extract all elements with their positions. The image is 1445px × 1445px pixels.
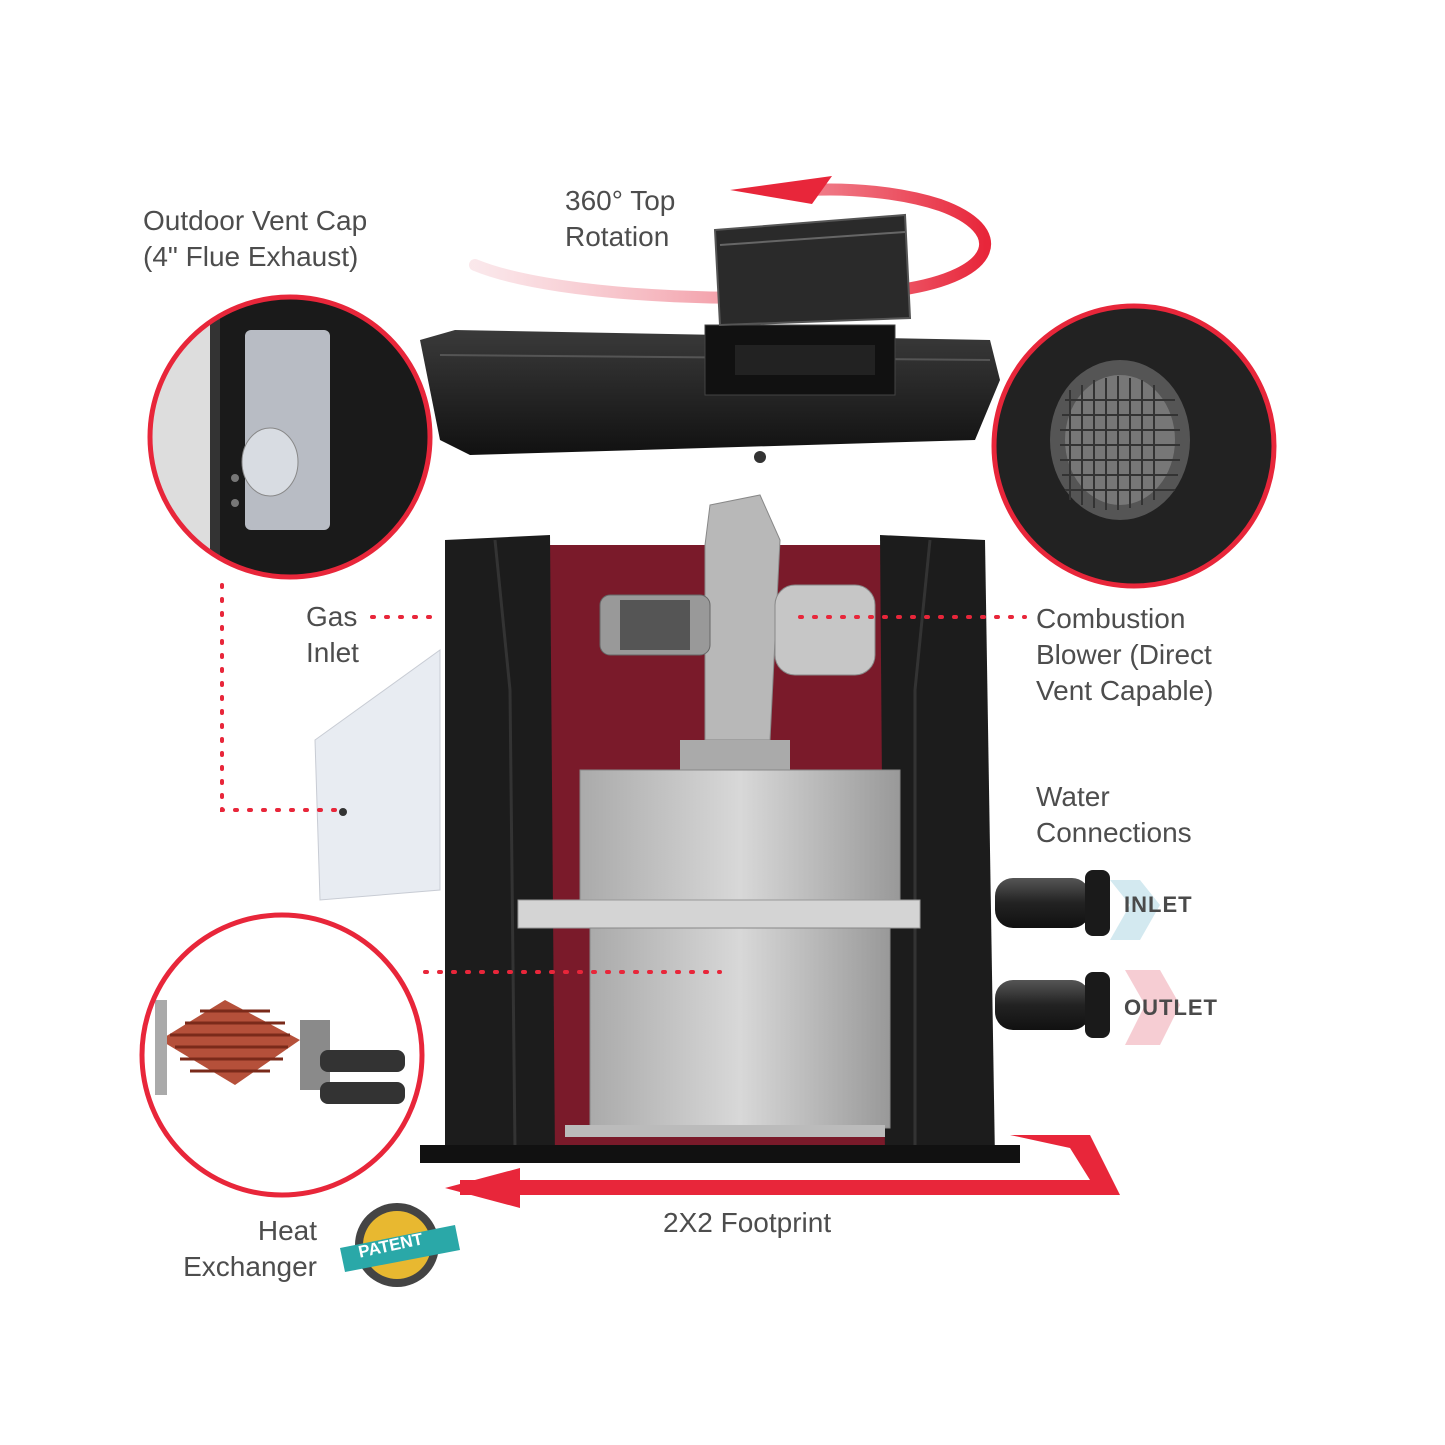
blower-grille-detail xyxy=(991,303,1277,589)
callout-lines xyxy=(220,583,1027,974)
outlet-tag: OUTLET xyxy=(1124,995,1218,1020)
heater-cabinet xyxy=(314,494,1110,1163)
rotating-top-lid xyxy=(420,213,1000,463)
footprint-label: 2X2 Footprint xyxy=(663,1207,832,1238)
inlet-chevron xyxy=(1110,880,1160,940)
rotation-arrow xyxy=(469,176,991,304)
inlet-tag: INLET xyxy=(1124,892,1193,917)
footprint-arrow xyxy=(445,1135,1120,1208)
heat-exchanger-detail xyxy=(139,912,425,1198)
patent-badge xyxy=(340,1203,460,1287)
vent-cap-label: Outdoor Vent Cap(4" Flue Exhaust) xyxy=(143,205,368,272)
vent-cap-detail xyxy=(147,294,433,580)
outlet-chevron xyxy=(1125,970,1180,1045)
